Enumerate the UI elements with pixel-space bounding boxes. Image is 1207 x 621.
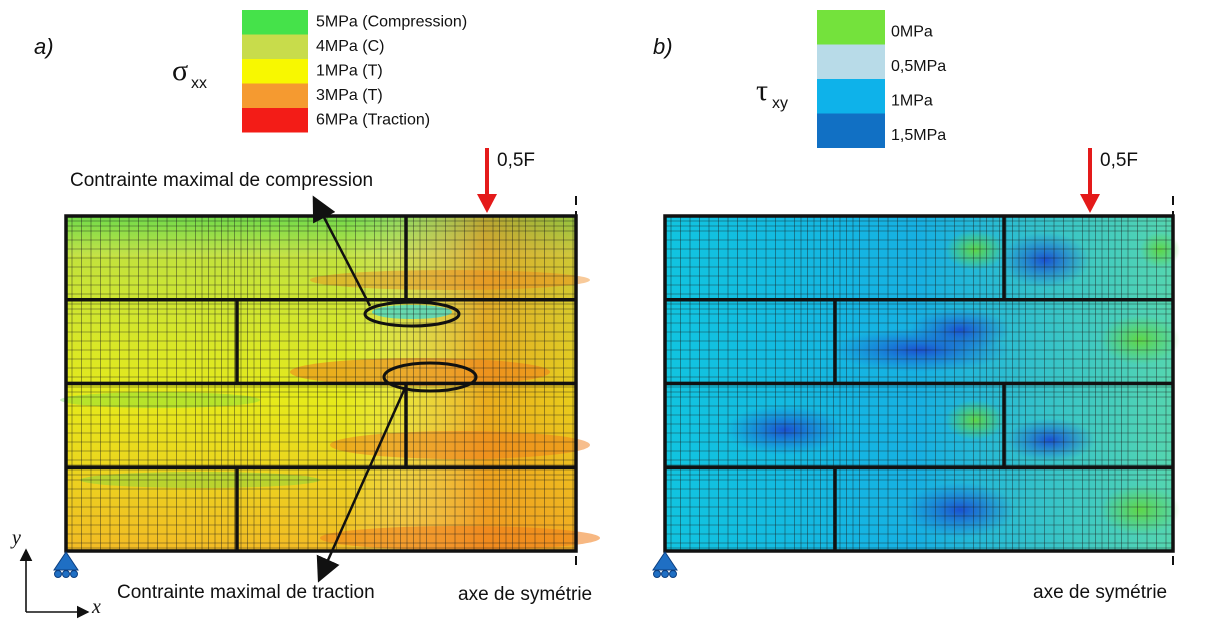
legend-label: 1MPa	[891, 93, 933, 110]
load-arrow-b	[1080, 148, 1100, 213]
tau-subscript: xy	[772, 95, 788, 112]
legend-swatch	[242, 34, 308, 59]
legend-swatch	[242, 83, 308, 108]
compression-annotation: Contrainte maximal de compression	[70, 170, 373, 191]
compression-arrow	[312, 195, 372, 307]
support-icon-b	[652, 551, 678, 578]
sigma-symbol: σ	[172, 54, 188, 87]
legend-swatch	[817, 10, 885, 45]
legend-swatch	[242, 108, 308, 133]
legend-swatch	[242, 59, 308, 84]
traction-arrow	[316, 387, 407, 583]
legend-label: 3MPa (T)	[316, 87, 383, 104]
tau-legend: 0MPa 0,5MPa 1MPa 1,5MPa	[817, 10, 946, 148]
legend-label: 6MPa (Traction)	[316, 112, 430, 129]
legend-swatch	[817, 79, 885, 114]
coordinate-axes: y x	[10, 527, 101, 619]
traction-annotation: Contrainte maximal de traction	[117, 582, 375, 603]
tau-mesh	[665, 216, 1173, 551]
load-label-a: 0,5F	[497, 150, 535, 171]
load-arrow-a	[477, 148, 497, 213]
panel-b-label: b)	[653, 34, 673, 59]
load-label-b: 0,5F	[1100, 150, 1138, 171]
panel-a-label: a)	[34, 34, 54, 59]
traction-zone-ellipse	[382, 361, 478, 393]
legend-label: 1MPa (T)	[316, 63, 383, 80]
legend-label: 0,5MPa	[891, 58, 946, 75]
legend-label: 1,5MPa	[891, 127, 946, 144]
symmetry-label-a: axe de symétrie	[458, 584, 592, 605]
compression-zone-ellipse	[363, 300, 461, 328]
support-icon-a	[53, 551, 79, 578]
panel-b: b) τ xy 0MPa 0,5MPa 1MPa 1,5MPa	[652, 10, 1180, 603]
axis-x-label: x	[91, 596, 101, 618]
legend-swatch	[817, 113, 885, 148]
sigma-legend: 5MPa (Compression) 4MPa (C) 1MPa (T) 3MPa (…	[242, 10, 467, 133]
tau-xy-symbol: τ xy	[756, 74, 788, 112]
legend-swatch	[242, 10, 308, 35]
panel-a: a) σ xx 5MPa (Compression) 4MPa (C) 1MPa (…	[10, 10, 600, 619]
tau-symbol: τ	[756, 74, 768, 107]
sigma-xx-symbol: σ xx	[172, 54, 207, 92]
symmetry-label-b: axe de symétrie	[1033, 582, 1167, 603]
legend-label: 0MPa	[891, 24, 933, 41]
legend-label: 5MPa (Compression)	[316, 14, 467, 31]
axis-y-label: y	[10, 527, 21, 549]
legend-label: 4MPa (C)	[316, 38, 384, 55]
legend-swatch	[817, 44, 885, 79]
sigma-subscript: xx	[191, 75, 207, 92]
